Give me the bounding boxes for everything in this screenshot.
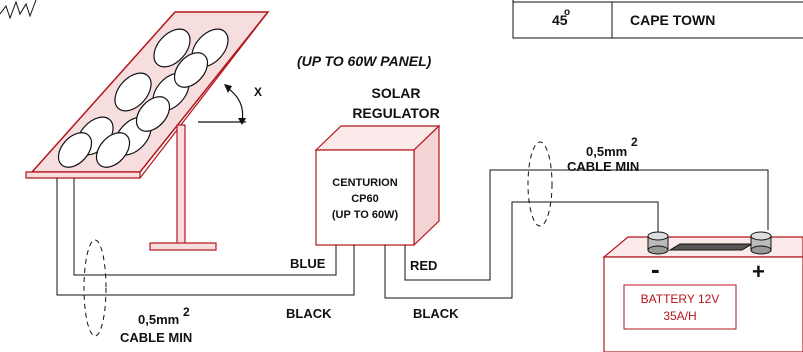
cable-spec-right-sup: 2 (631, 135, 638, 149)
regulator-model-line1: CENTURION (332, 177, 397, 189)
panel-stand (149, 124, 217, 251)
battery-label-box (623, 284, 737, 330)
regulator-model-line3: (UP TO 60W) (332, 209, 399, 221)
battery-minus-sign: - (651, 254, 660, 284)
cable-bundle-right (527, 141, 553, 227)
panel-note: (UP TO 60W PANEL) (297, 53, 432, 69)
cable-spec-right-line1: 0,5mm (586, 144, 627, 159)
wire-label-black-left: BLACK (286, 306, 332, 321)
table-degree-mark: o (564, 7, 570, 18)
wire-label-black-right: BLACK (413, 306, 459, 321)
solar-cells (57, 28, 229, 168)
battery-label-line2: 35A/H (663, 309, 696, 323)
regulator-model-line2: CP60 (351, 193, 379, 205)
battery-plus-sign: + (752, 259, 765, 284)
cable-spec-left-sup: 2 (183, 305, 190, 319)
tilt-angle-indicator: X (198, 84, 262, 125)
battery: - + BATTERY 12V 35A/H (602, 231, 803, 352)
cable-spec-right-line2: CABLE MIN (567, 159, 639, 174)
regulator-heading-line1: SOLAR (372, 85, 421, 101)
tilt-angle-table: 45 o CAPE TOWN (512, 0, 803, 39)
table-city: CAPE TOWN (630, 12, 715, 28)
table-angle-value: 45 (552, 12, 568, 28)
cable-spec-left-line2: CABLE MIN (120, 330, 192, 345)
solar-regulator-box: CENTURION CP60 (UP TO 60W) (314, 124, 441, 247)
solar-panel (25, 11, 270, 179)
wire-label-red: RED (410, 258, 437, 273)
wire-label-blue: BLUE (290, 256, 326, 271)
cable-bundle-left (83, 239, 107, 337)
battery-positive-terminal (750, 231, 772, 255)
battery-negative-terminal (647, 231, 669, 255)
tilt-angle-label: X (254, 85, 262, 99)
cable-spec-left-line1: 0,5mm (138, 312, 179, 327)
wiring (56, 169, 769, 299)
regulator-heading-line2: REGULATOR (352, 105, 439, 121)
battery-label-line1: BATTERY 12V (641, 292, 720, 306)
sun-rays-decoration (0, 0, 37, 20)
